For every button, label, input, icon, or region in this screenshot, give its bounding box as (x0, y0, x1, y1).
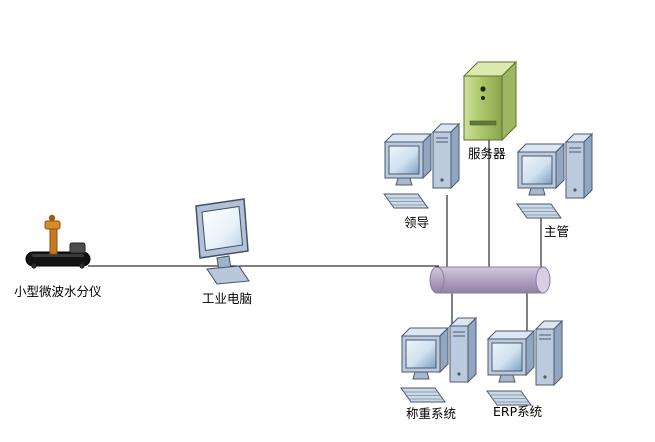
supervisor-workstation-icon (516, 133, 593, 219)
server-icon (462, 60, 518, 142)
industrial-pc-icon (195, 198, 250, 285)
weighing-system-label: 称重系统 (406, 406, 456, 421)
moisture-analyzer-label: 小型微波水分仪 (14, 284, 102, 299)
moisture-analyzer-icon (25, 214, 91, 269)
supervisor-label: 主管 (544, 224, 569, 239)
server-label: 服务器 (468, 146, 506, 161)
erp-system-label: ERP系统 (493, 404, 542, 419)
leader-workstation-icon (383, 123, 460, 209)
erp-workstation-icon (486, 320, 563, 406)
network-bus-icon (429, 266, 551, 294)
weighing-workstation-icon (400, 317, 477, 403)
leader-label: 领导 (404, 215, 429, 230)
industrial-pc-label: 工业电脑 (202, 291, 252, 306)
